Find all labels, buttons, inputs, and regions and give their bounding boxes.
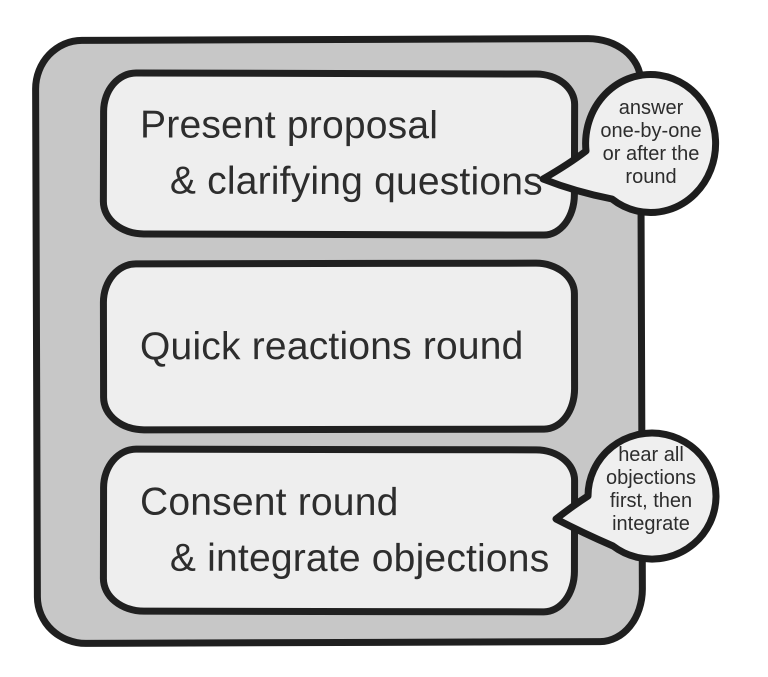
step-label-line: & clarifying questions — [169, 159, 543, 204]
step-label-line: & integrate objections — [169, 536, 550, 580]
bubble-note-objections: hear all objections first, then integrat… — [583, 444, 719, 536]
step-label-line: Quick reactions round — [139, 324, 524, 368]
step-label: Present proposal & clarifying questions — [107, 97, 543, 210]
bubble-note-line: hear all — [618, 444, 684, 466]
step-label-line: Consent round — [140, 480, 399, 524]
bubble-note-line: or after the — [602, 143, 700, 165]
step-label: Quick reactions round — [107, 318, 524, 375]
step-label: Consent round & integrate objections — [107, 474, 550, 587]
step-label-line: Present proposal — [140, 103, 439, 148]
step-box-present-proposal: Present proposal & clarifying questions — [99, 69, 579, 239]
bubble-note-line: round — [625, 166, 677, 188]
bubble-note-answer: answer one-by-one or after the round — [583, 97, 719, 189]
bubble-note-line: one-by-one — [600, 120, 702, 142]
step-box-quick-reactions: Quick reactions round — [99, 259, 579, 434]
bubble-note-line: first, then — [609, 490, 693, 512]
bubble-note-line: integrate — [612, 513, 690, 535]
step-box-consent-round: Consent round & integrate objections — [99, 445, 579, 616]
bubble-note-line: answer — [618, 97, 684, 119]
bubble-note-line: objections — [605, 467, 697, 489]
